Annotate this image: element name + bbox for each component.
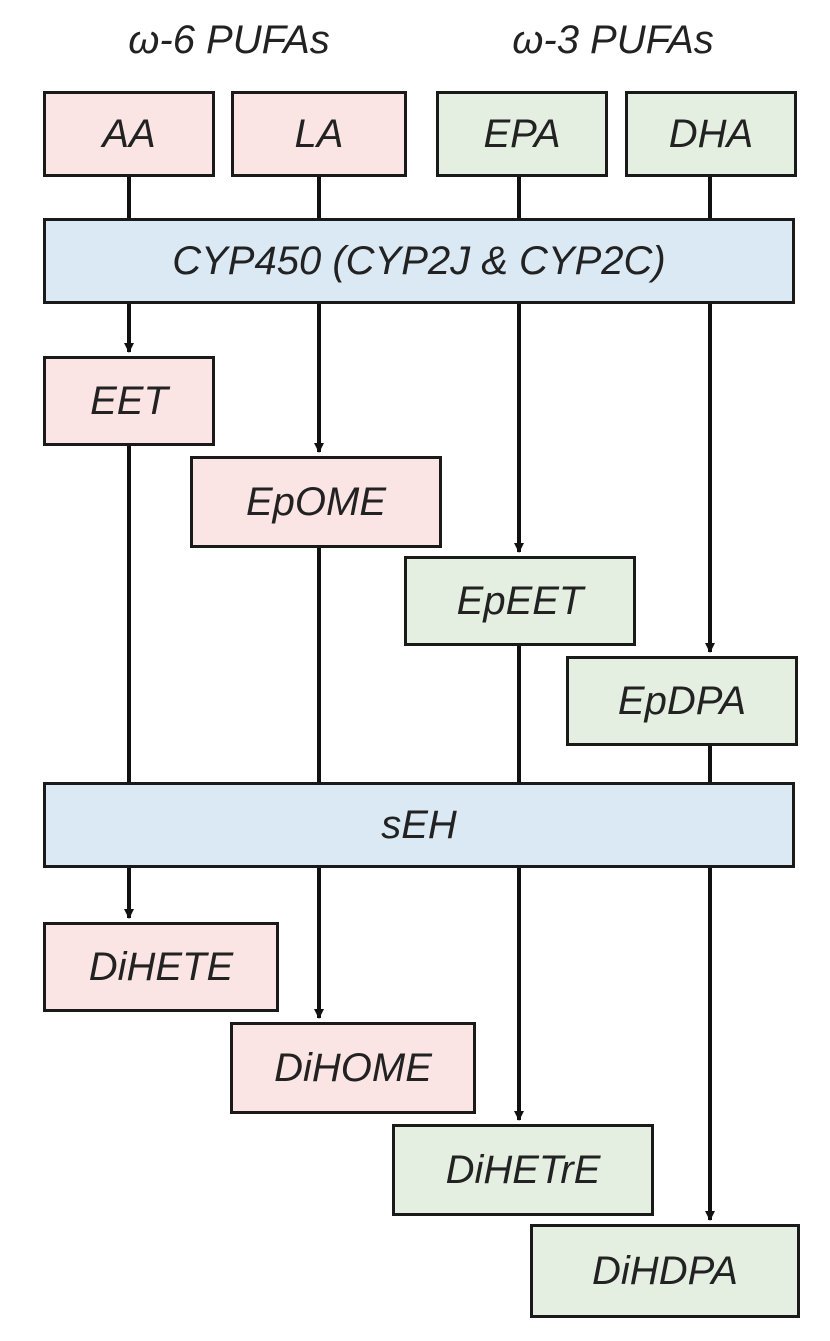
epoxide-box-epeet: EpEET [404, 556, 636, 646]
substrate-box-dha: DHA [625, 91, 797, 177]
enzyme-bar-cyp450: CYP450 (CYP2J & CYP2C) [43, 218, 795, 304]
epoxide-box-epdpa: EpDPA [566, 656, 798, 746]
diol-box-dihome: DiHOME [230, 1022, 476, 1114]
diol-box-dihetre: DiHETrE [392, 1124, 654, 1216]
diol-box-dihdpa: DiHDPA [530, 1224, 800, 1318]
epoxide-box-eet: EET [43, 356, 215, 446]
omega3-group-label: ω-3 PUFAs [512, 18, 714, 62]
substrate-box-aa: AA [43, 91, 215, 177]
omega6-group-label: ω-6 PUFAs [128, 18, 330, 62]
epoxide-box-epome: EpOME [190, 456, 442, 548]
substrate-box-epa: EPA [436, 91, 608, 177]
diol-box-dihete: DiHETE [43, 922, 279, 1012]
substrate-box-la: LA [231, 91, 407, 177]
enzyme-bar-seh: sEH [43, 782, 795, 868]
